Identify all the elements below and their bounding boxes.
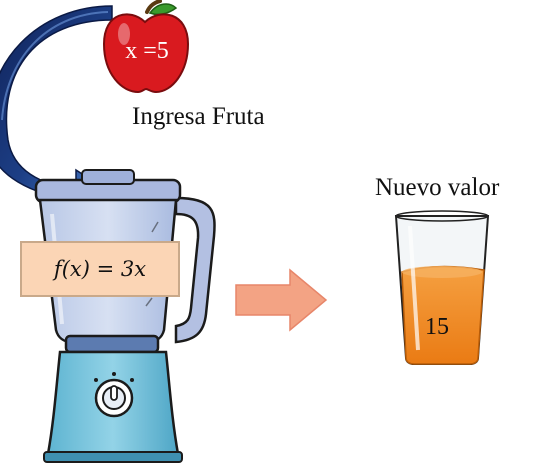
glass-icon (394, 210, 490, 365)
right-arrow-icon (235, 268, 328, 332)
result-value: 15 (425, 313, 449, 340)
apple-icon (102, 0, 190, 94)
apple-value-label: x =5 (125, 38, 169, 64)
blender-icon (34, 169, 216, 463)
function-label: f(x) = 3x (20, 241, 180, 297)
input-label: Ingresa Fruta (132, 103, 265, 130)
output-title: Nuevo valor (375, 174, 500, 201)
